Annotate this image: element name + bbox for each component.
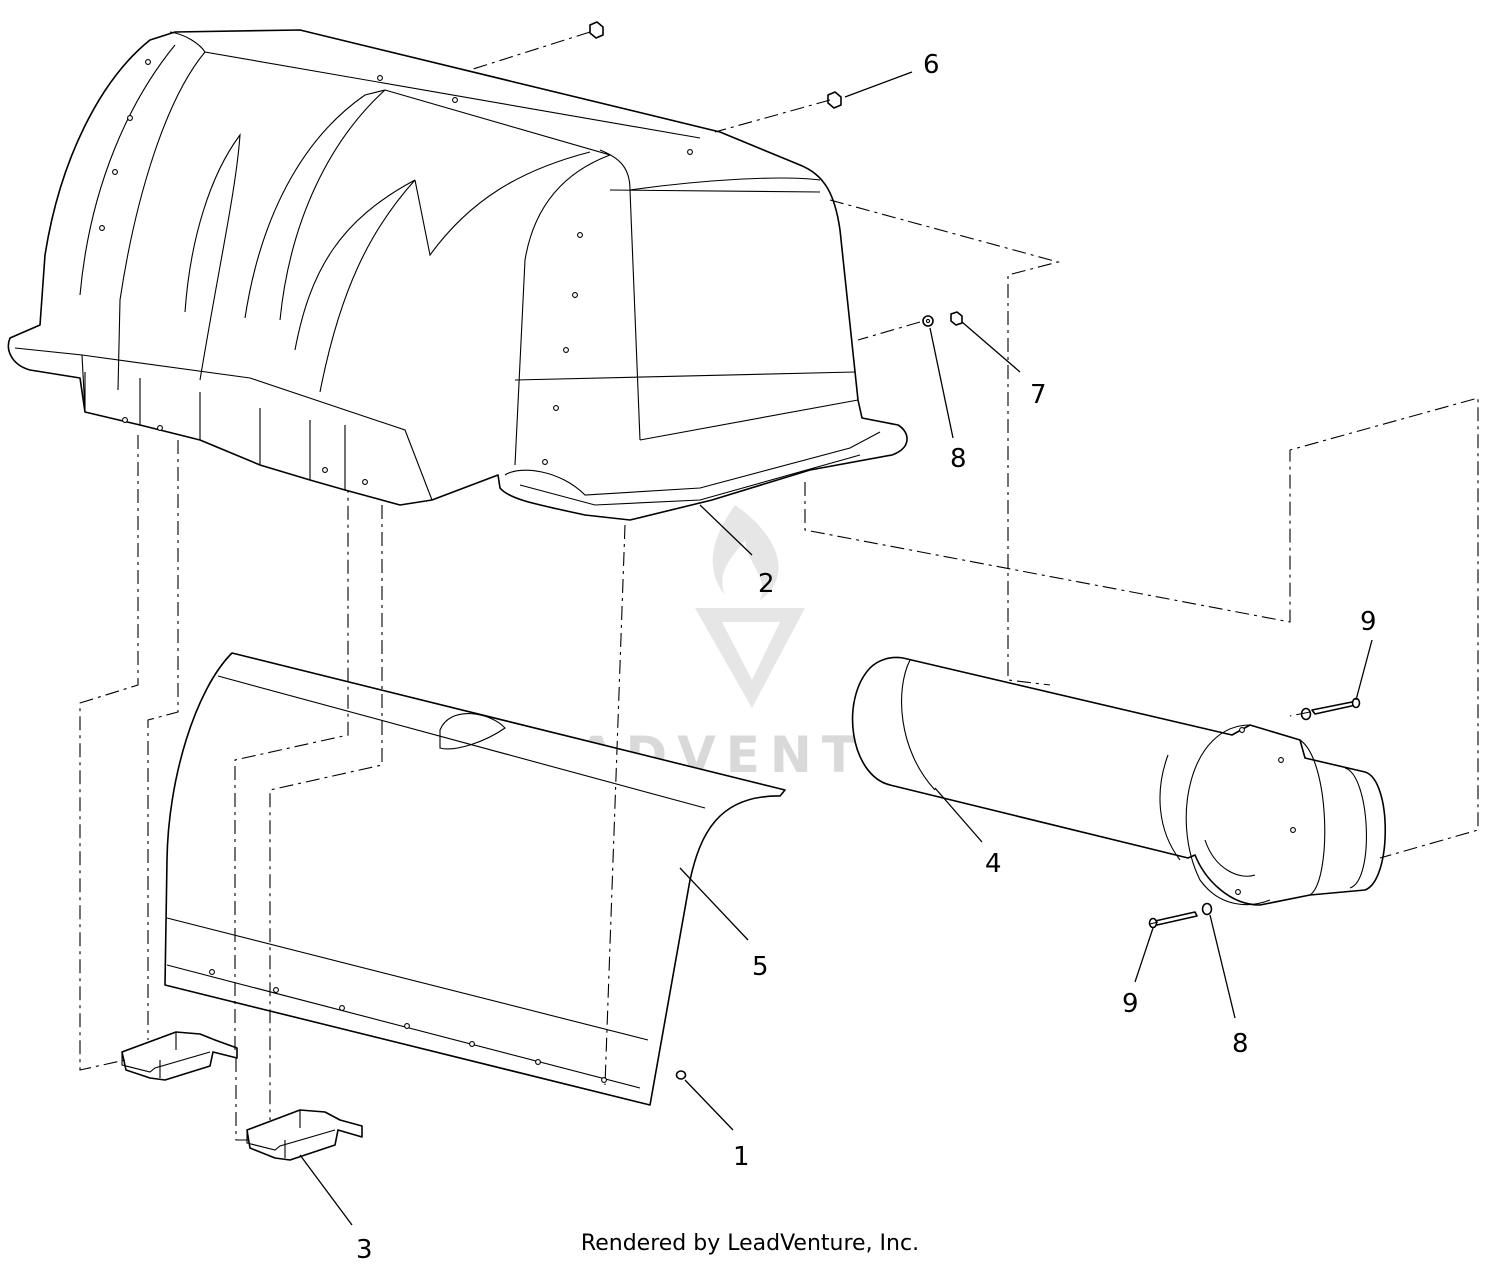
callout-3: 3: [356, 1235, 373, 1265]
watermark-flame-icon: [712, 505, 779, 600]
part-5-panel: [164, 652, 786, 1106]
part-9-screw-lower: [1148, 911, 1198, 929]
callout-9-upper: 9: [1360, 607, 1377, 637]
callout-2: 2: [758, 569, 775, 599]
part-8-washer-upper: [922, 315, 934, 327]
callout-labels: 1 2 3 4 5 6 7 8 8 9 9: [356, 50, 1377, 1265]
part-1-rivet: [675, 1070, 687, 1080]
callout-7: 7: [1030, 380, 1047, 410]
part-4-chute: [851, 656, 1386, 906]
render-credit: Rendered by LeadVenture, Inc.: [580, 1231, 920, 1256]
callout-1: 1: [733, 1142, 750, 1172]
part-3-bracket-upper: [121, 1031, 238, 1081]
part-8-washer-lower: [1201, 902, 1213, 916]
part-6-nuts: [589, 21, 842, 109]
callout-8-lower: 8: [1232, 1029, 1249, 1059]
part-8-washer-right: [1300, 707, 1312, 721]
callout-6: 6: [923, 50, 940, 80]
part-9-screw-upper: [1311, 697, 1361, 715]
callout-9-lower: 9: [1122, 989, 1139, 1019]
callout-8-upper: 8: [950, 444, 967, 474]
callout-5: 5: [752, 952, 769, 982]
watermark-v-icon: [695, 608, 805, 708]
callout-4: 4: [985, 849, 1002, 879]
leader-lines: [299, 71, 1373, 1226]
part-3-bracket-lower: [246, 1109, 363, 1161]
assembly-lines: [79, 31, 1479, 1141]
part-2-hood: [7, 29, 908, 521]
part-7-nut: [950, 311, 963, 326]
